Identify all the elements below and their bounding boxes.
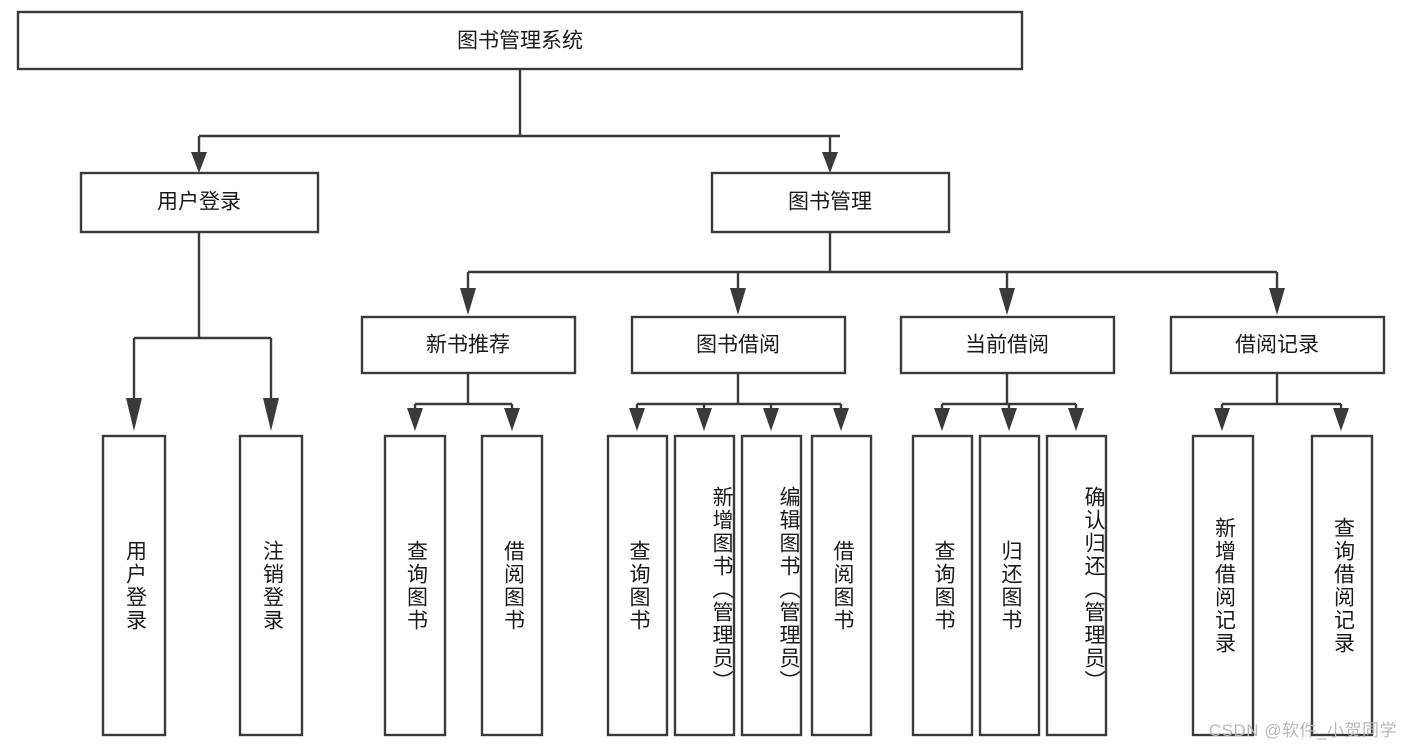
arrowhead-current-l1 — [934, 408, 950, 431]
leaf-box-record-query[interactable] — [1310, 434, 1374, 737]
arrowhead-borrow — [730, 288, 746, 315]
node-borrow-record[interactable]: 借阅记录 — [1169, 315, 1386, 375]
arrowhead-recommend-l1 — [407, 408, 423, 431]
arrowhead-recommend — [460, 288, 476, 315]
leaf-box-recommend-borrow-book[interactable] — [480, 434, 544, 737]
node-user-login[interactable]: 用户登录 — [79, 171, 320, 234]
leaf-box-borrow-borrow-book[interactable] — [810, 434, 873, 737]
node-current-borrow-label: 当前借阅 — [965, 334, 1049, 357]
node-book-borrow[interactable]: 图书借阅 — [630, 315, 847, 375]
node-user-login-label: 用户登录 — [157, 191, 241, 214]
arrowhead-borrow-l2 — [696, 408, 712, 431]
leaf-box-record-add[interactable] — [1191, 434, 1255, 737]
leaf-box-current-return-book[interactable] — [978, 434, 1041, 737]
node-new-book-recommend-label: 新书推荐 — [426, 334, 510, 357]
node-borrow-record-label: 借阅记录 — [1235, 334, 1319, 357]
node-new-book-recommend[interactable]: 新书推荐 — [360, 315, 577, 375]
csdn-watermark: CSDN @软件_小贺同学 — [1208, 721, 1397, 740]
leaf-box-group — [101, 434, 1374, 737]
node-book-manage[interactable]: 图书管理 — [710, 171, 951, 234]
node-book-manage-label: 图书管理 — [788, 191, 872, 214]
node-book-borrow-box[interactable] — [630, 315, 847, 375]
arrowhead-record-l1 — [1214, 408, 1230, 431]
arrowhead-current — [999, 288, 1015, 315]
arrowhead-current-l2 — [1001, 408, 1017, 431]
arrowhead-recommend-l2 — [504, 408, 520, 431]
arrowhead-leaf-logout — [263, 398, 279, 431]
arrowhead-record-l2 — [1333, 408, 1349, 431]
leaf-box-borrow-edit-book[interactable] — [740, 434, 803, 737]
arrowhead-borrow-l4 — [833, 408, 849, 431]
arrowhead-leaf-user-login — [126, 398, 142, 431]
leaf-box-borrow-add-book[interactable] — [673, 434, 736, 737]
node-root[interactable]: 图书管理系统 — [16, 10, 1024, 71]
leaf-box-current-confirm-return[interactable] — [1045, 434, 1108, 737]
leaf-box-recommend-query-book[interactable] — [383, 434, 447, 737]
arrowhead-record — [1269, 288, 1285, 315]
node-user-login-box[interactable] — [79, 171, 320, 234]
node-book-borrow-label: 图书借阅 — [696, 334, 780, 357]
leaf-box-borrow-query-book[interactable] — [606, 434, 669, 737]
node-root-label: 图书管理系统 — [457, 30, 583, 53]
node-new-book-recommend-box[interactable] — [360, 315, 577, 375]
node-book-manage-box[interactable] — [710, 171, 951, 234]
leaf-box-user-login[interactable] — [101, 434, 167, 737]
connector-group — [126, 69, 1349, 431]
leaf-box-current-query-book[interactable] — [911, 434, 974, 737]
arrowhead-user-login — [191, 152, 207, 173]
arrowhead-borrow-l1 — [629, 408, 645, 431]
leaf-box-logout[interactable] — [238, 434, 304, 737]
node-root-box[interactable] — [16, 10, 1024, 71]
node-borrow-record-box[interactable] — [1169, 315, 1386, 375]
arrowhead-current-l3 — [1068, 408, 1084, 431]
arrowhead-book-manage — [822, 152, 838, 173]
arrowhead-borrow-l3 — [763, 408, 779, 431]
node-current-borrow[interactable]: 当前借阅 — [899, 315, 1116, 375]
node-current-borrow-box[interactable] — [899, 315, 1116, 375]
